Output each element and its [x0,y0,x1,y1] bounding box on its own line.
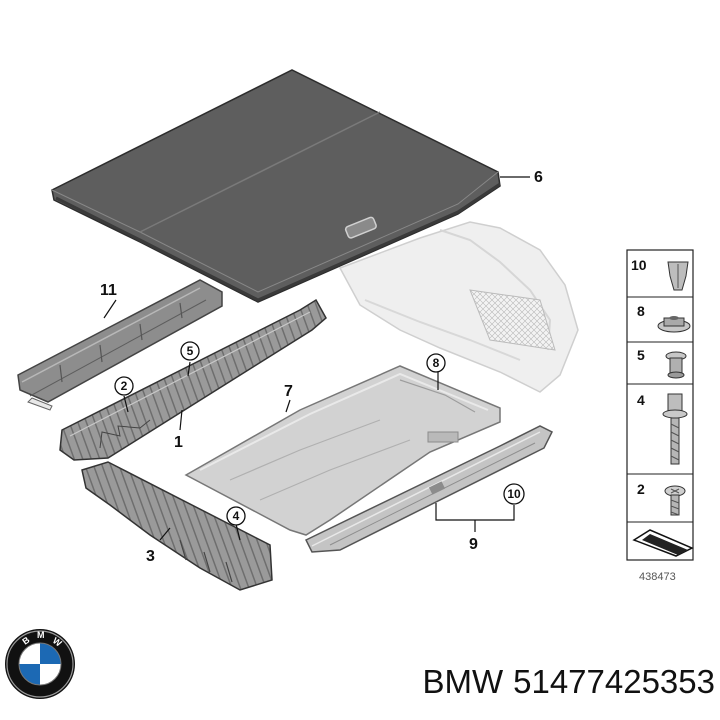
callout-9: 9 [469,536,478,553]
callout-10: 10 [503,483,525,505]
svg-text:8: 8 [433,356,440,370]
svg-text:5: 5 [187,344,194,358]
svg-text:B: B [20,634,31,646]
floor-handle [344,216,377,239]
legend-label-5: 5 [637,347,645,363]
leader-lines [103,176,530,541]
flange-nut-icon [657,316,691,333]
fastener-legend: 10 8 5 4 2 [626,249,694,583]
callout-3: 3 [146,548,155,565]
part-6-load-floor-cover [51,69,501,303]
callout-4: 4 [226,506,246,526]
screw-icon [664,485,686,516]
clip-icon [667,261,689,291]
callout-2: 2 [114,376,134,396]
legend-label-4: 4 [637,392,645,408]
svg-text:2: 2 [121,379,128,393]
callout-7: 7 [284,383,293,400]
callout-8: 8 [426,353,446,373]
part-7-floor-panel [184,365,501,536]
callout-11: 11 [100,282,117,299]
trunk-ghost-outline [338,221,579,393]
svg-text:4: 4 [233,509,240,523]
stud-bolt-icon [662,393,688,465]
legend-label-8: 8 [637,303,645,319]
brand-name: BMW [422,663,504,700]
callout-5: 5 [180,341,200,361]
seal-pad-icon [632,529,694,557]
callout-1: 1 [174,434,183,451]
expanding-nut-icon [665,351,687,379]
part-11-trim-strip [17,279,223,411]
legend-label-2: 2 [637,481,645,497]
trunk-net [469,289,556,351]
callout-6: 6 [534,169,543,186]
part-9-sill-trim [304,425,554,553]
part-number: 51477425353 [513,663,715,700]
svg-text:M: M [37,630,45,640]
part-3-reinforcement [81,461,273,591]
part-1-bracket [59,298,327,461]
svg-text:10: 10 [507,487,521,501]
diagram-number: 438473 [639,571,676,583]
legend-label-10: 10 [631,257,647,273]
bmw-logo: B M W [5,629,75,699]
